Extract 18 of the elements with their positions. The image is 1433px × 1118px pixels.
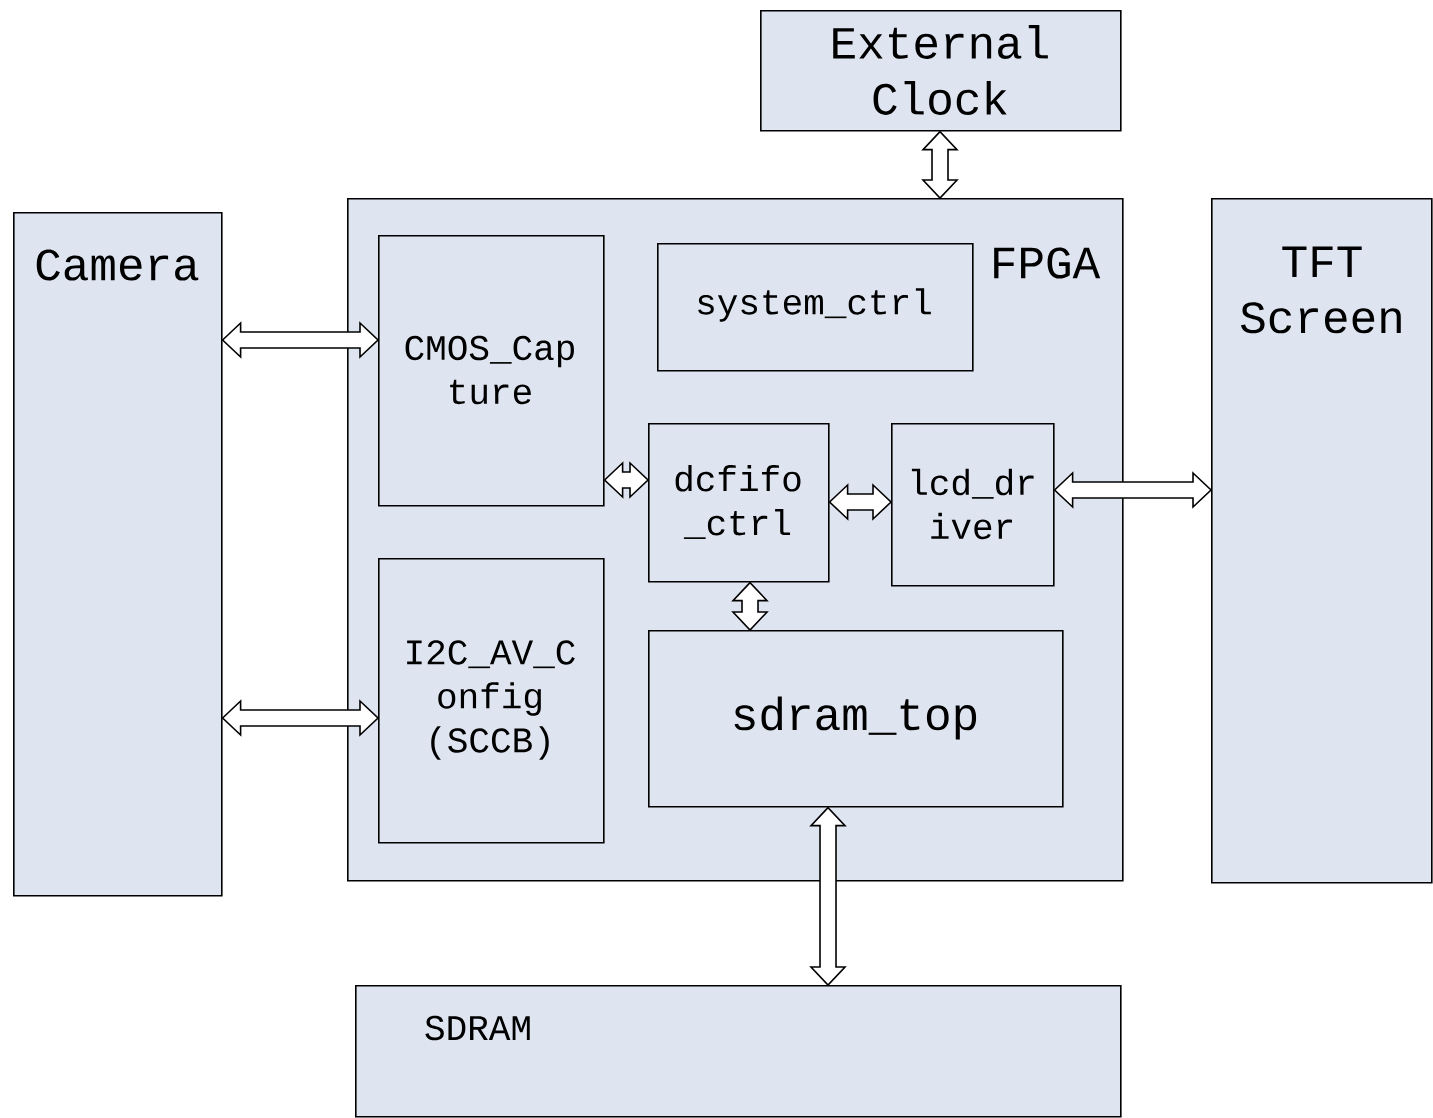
double-arrow xyxy=(731,581,769,632)
module-box: lcd_dr iver xyxy=(891,423,1055,587)
double-arrow xyxy=(921,130,959,200)
device-box: TFT Screen xyxy=(1211,198,1433,884)
double-arrow xyxy=(1053,471,1213,509)
module-box: CMOS_Cap ture xyxy=(378,235,605,507)
module-box: I2C_AV_C onfig (SCCB) xyxy=(378,558,605,844)
module-box: dcfifo _ctrl xyxy=(648,423,830,583)
module-box: system_ctrl xyxy=(657,243,974,372)
double-arrow xyxy=(809,806,847,987)
double-arrow xyxy=(603,461,650,499)
device-box: External Clock xyxy=(760,10,1122,132)
device-box: Camera xyxy=(13,212,223,897)
module-box: sdram_top xyxy=(648,630,1064,808)
double-arrow xyxy=(221,699,380,737)
double-arrow xyxy=(828,483,893,521)
double-arrow xyxy=(221,321,380,359)
device-box: SDRAM xyxy=(355,985,1122,1118)
